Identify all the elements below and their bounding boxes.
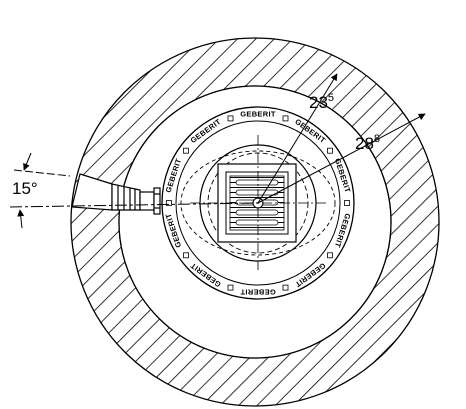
outlet-pipe [71, 173, 161, 215]
brand-separator-square [227, 284, 234, 291]
radius-28-value: 28 [355, 134, 374, 153]
brand-separator-square [282, 284, 289, 291]
brand-marking-text: GEBERIT [240, 110, 276, 119]
angle-dimension [9, 152, 259, 229]
brand-marking-text: GEBERIT [240, 288, 276, 297]
body-outline-dashed [180, 150, 336, 256]
angle-label: 15° [12, 179, 38, 198]
brand-separator-square [282, 115, 289, 122]
radius-23-value: 23 [309, 93, 328, 112]
brand-separator-square [327, 252, 333, 259]
radius-28-label: 288 [355, 133, 380, 153]
brand-separator-square [183, 252, 189, 259]
radius-23-label: 235 [309, 92, 334, 112]
radius-23-sup: 5 [328, 92, 334, 104]
flange-outer-edge [161, 106, 355, 300]
radius-28-sup: 8 [374, 133, 380, 145]
flange-inner-edge [175, 120, 341, 286]
radius-23-leader [257, 73, 338, 204]
brand-separator-square [183, 147, 189, 154]
radius-28-leader [257, 113, 426, 204]
brand-separator-square [227, 115, 234, 122]
brand-separator-square [344, 200, 350, 206]
brand-separator-square [327, 147, 333, 154]
grate-slots [235, 179, 279, 226]
brand-separator-square [166, 200, 172, 206]
